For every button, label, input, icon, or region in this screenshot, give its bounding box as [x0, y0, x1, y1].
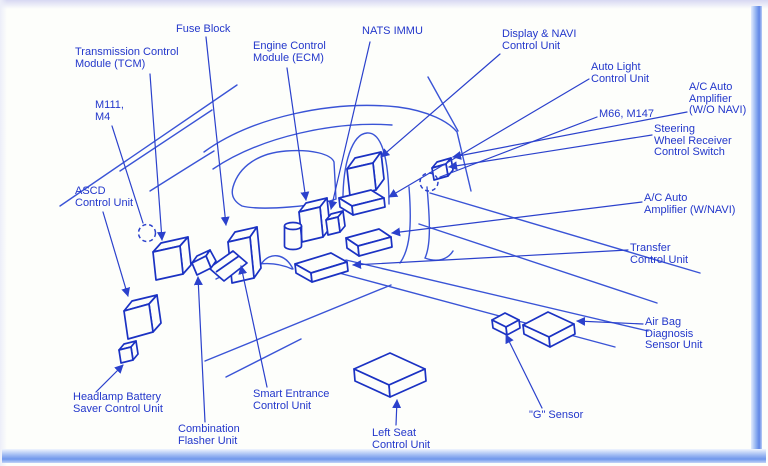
ascd-box — [123, 294, 162, 340]
leader-m111-m4 — [111, 125, 144, 224]
tunnel-lower — [338, 272, 616, 348]
label-steering-wheel-receiver: Steering Wheel Receiver Control Switch — [654, 123, 732, 158]
leader-ascd — [102, 211, 131, 297]
door-sill-line — [429, 192, 701, 274]
label-engine-control-module: Engine Control Module (ECM) — [253, 40, 326, 64]
label-ac-auto-amplifier-w-navi: A/C Auto Amplifier (W/NAVI) — [644, 192, 736, 216]
tunnel-upper — [345, 259, 649, 332]
connector-m66-m147-circle — [419, 172, 439, 192]
leader-nats-immu — [328, 41, 371, 210]
label-display-navi: Display & NAVI Control Unit — [502, 28, 577, 52]
leader-ecm — [286, 67, 310, 201]
hood-line-2 — [119, 109, 213, 172]
label-combination-flasher: Combination Flasher Unit — [178, 423, 240, 447]
leader-display-navi — [380, 53, 501, 158]
floor-rail — [204, 284, 392, 362]
leader-left-seat — [392, 399, 402, 426]
car-outline — [59, 76, 701, 378]
harness-curve — [261, 255, 294, 270]
leader-g-sensor — [505, 334, 543, 409]
label-m111-m4: M111, M4 — [95, 99, 124, 123]
g-sensor-box — [491, 312, 521, 336]
leader-tcm — [149, 73, 166, 241]
label-auto-light: Auto Light Control Unit — [591, 61, 650, 85]
nats-immu-box — [325, 210, 346, 236]
smart-entrance-bracket — [208, 250, 248, 282]
steering-column-left — [399, 186, 411, 264]
label-ascd-control-unit: ASCD Control Unit — [75, 185, 134, 209]
cowl-curve — [149, 150, 215, 192]
label-air-bag-diagnosis: Air Bag Diagnosis Sensor Unit — [645, 316, 703, 351]
headlamp-saver-box — [118, 340, 139, 364]
connector-m111-m4-circle — [137, 223, 157, 243]
transfer-control-box — [294, 252, 349, 283]
label-nats-immu: NATS IMMU — [362, 25, 423, 37]
hood-line — [59, 84, 238, 207]
label-transmission-control-module: Transmission Control Module (TCM) — [75, 46, 179, 70]
auto-light-box — [338, 189, 386, 216]
dash-mid-sweep — [212, 123, 393, 170]
label-g-sensor: "G" Sensor — [529, 409, 584, 421]
leader-air-bag — [576, 316, 644, 326]
label-headlamp-battery-saver: Headlamp Battery Saver Control Unit — [73, 391, 163, 415]
leader-m66-m147 — [439, 116, 598, 178]
instrument-cluster — [231, 149, 337, 209]
leader-ac-wo-navi — [452, 111, 688, 160]
component-boxes — [118, 151, 576, 398]
seat-line — [225, 338, 302, 378]
label-smart-entrance: Smart Entrance Control Unit — [253, 388, 330, 412]
label-ac-auto-amplifier-wo-navi: A/C Auto Amplifier (W/O NAVI) — [689, 81, 747, 116]
dash-top-sweep — [203, 104, 472, 192]
steering-column-right — [424, 186, 454, 261]
center-stack-arch — [342, 132, 390, 208]
tcm-box — [152, 236, 192, 281]
leader-headlamp — [95, 364, 124, 393]
combination-flasher-box — [191, 249, 217, 276]
door-sill-inner — [418, 223, 658, 304]
label-fuse-block: Fuse Block — [176, 23, 231, 35]
leader-steering-receiver — [448, 134, 653, 171]
leader-auto-light — [388, 78, 590, 198]
ecm-cylinder — [283, 221, 303, 251]
ac-amp-w-navi-box — [345, 228, 393, 257]
leader-transfer — [352, 249, 629, 270]
leader-combination-flasher — [193, 276, 206, 423]
air-bag-box — [522, 311, 576, 348]
leader-smart-entrance — [238, 265, 268, 388]
left-seat-box — [353, 352, 427, 398]
leader-lines — [95, 36, 688, 426]
label-transfer-control-unit: Transfer Control Unit — [630, 242, 689, 266]
label-left-seat: Left Seat Control Unit — [372, 427, 431, 451]
leader-fuse-block — [205, 36, 230, 226]
label-m66-m147: M66, M147 — [599, 108, 655, 120]
leader-ac-w-navi — [391, 201, 643, 237]
display-navi-box — [346, 151, 385, 197]
